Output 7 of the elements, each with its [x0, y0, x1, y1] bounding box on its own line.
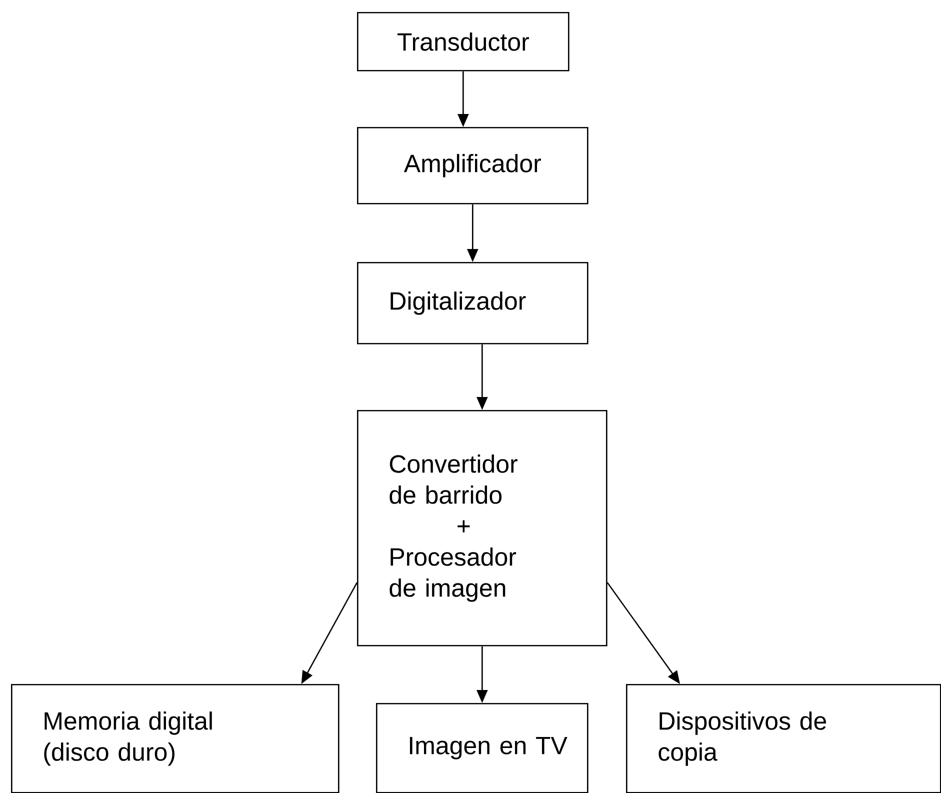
process-box: Imagen en TV	[376, 703, 588, 793]
process-box: Amplificador	[357, 127, 588, 204]
process-box: Memoria digital (disco duro)	[11, 684, 340, 793]
process-box: Digitalizador	[357, 262, 588, 344]
process-box: Dispositivos de copia	[626, 684, 941, 793]
process-box: Convertidor de barrido + Procesador de imagen	[357, 410, 608, 646]
process-box: Transductor	[357, 12, 570, 72]
